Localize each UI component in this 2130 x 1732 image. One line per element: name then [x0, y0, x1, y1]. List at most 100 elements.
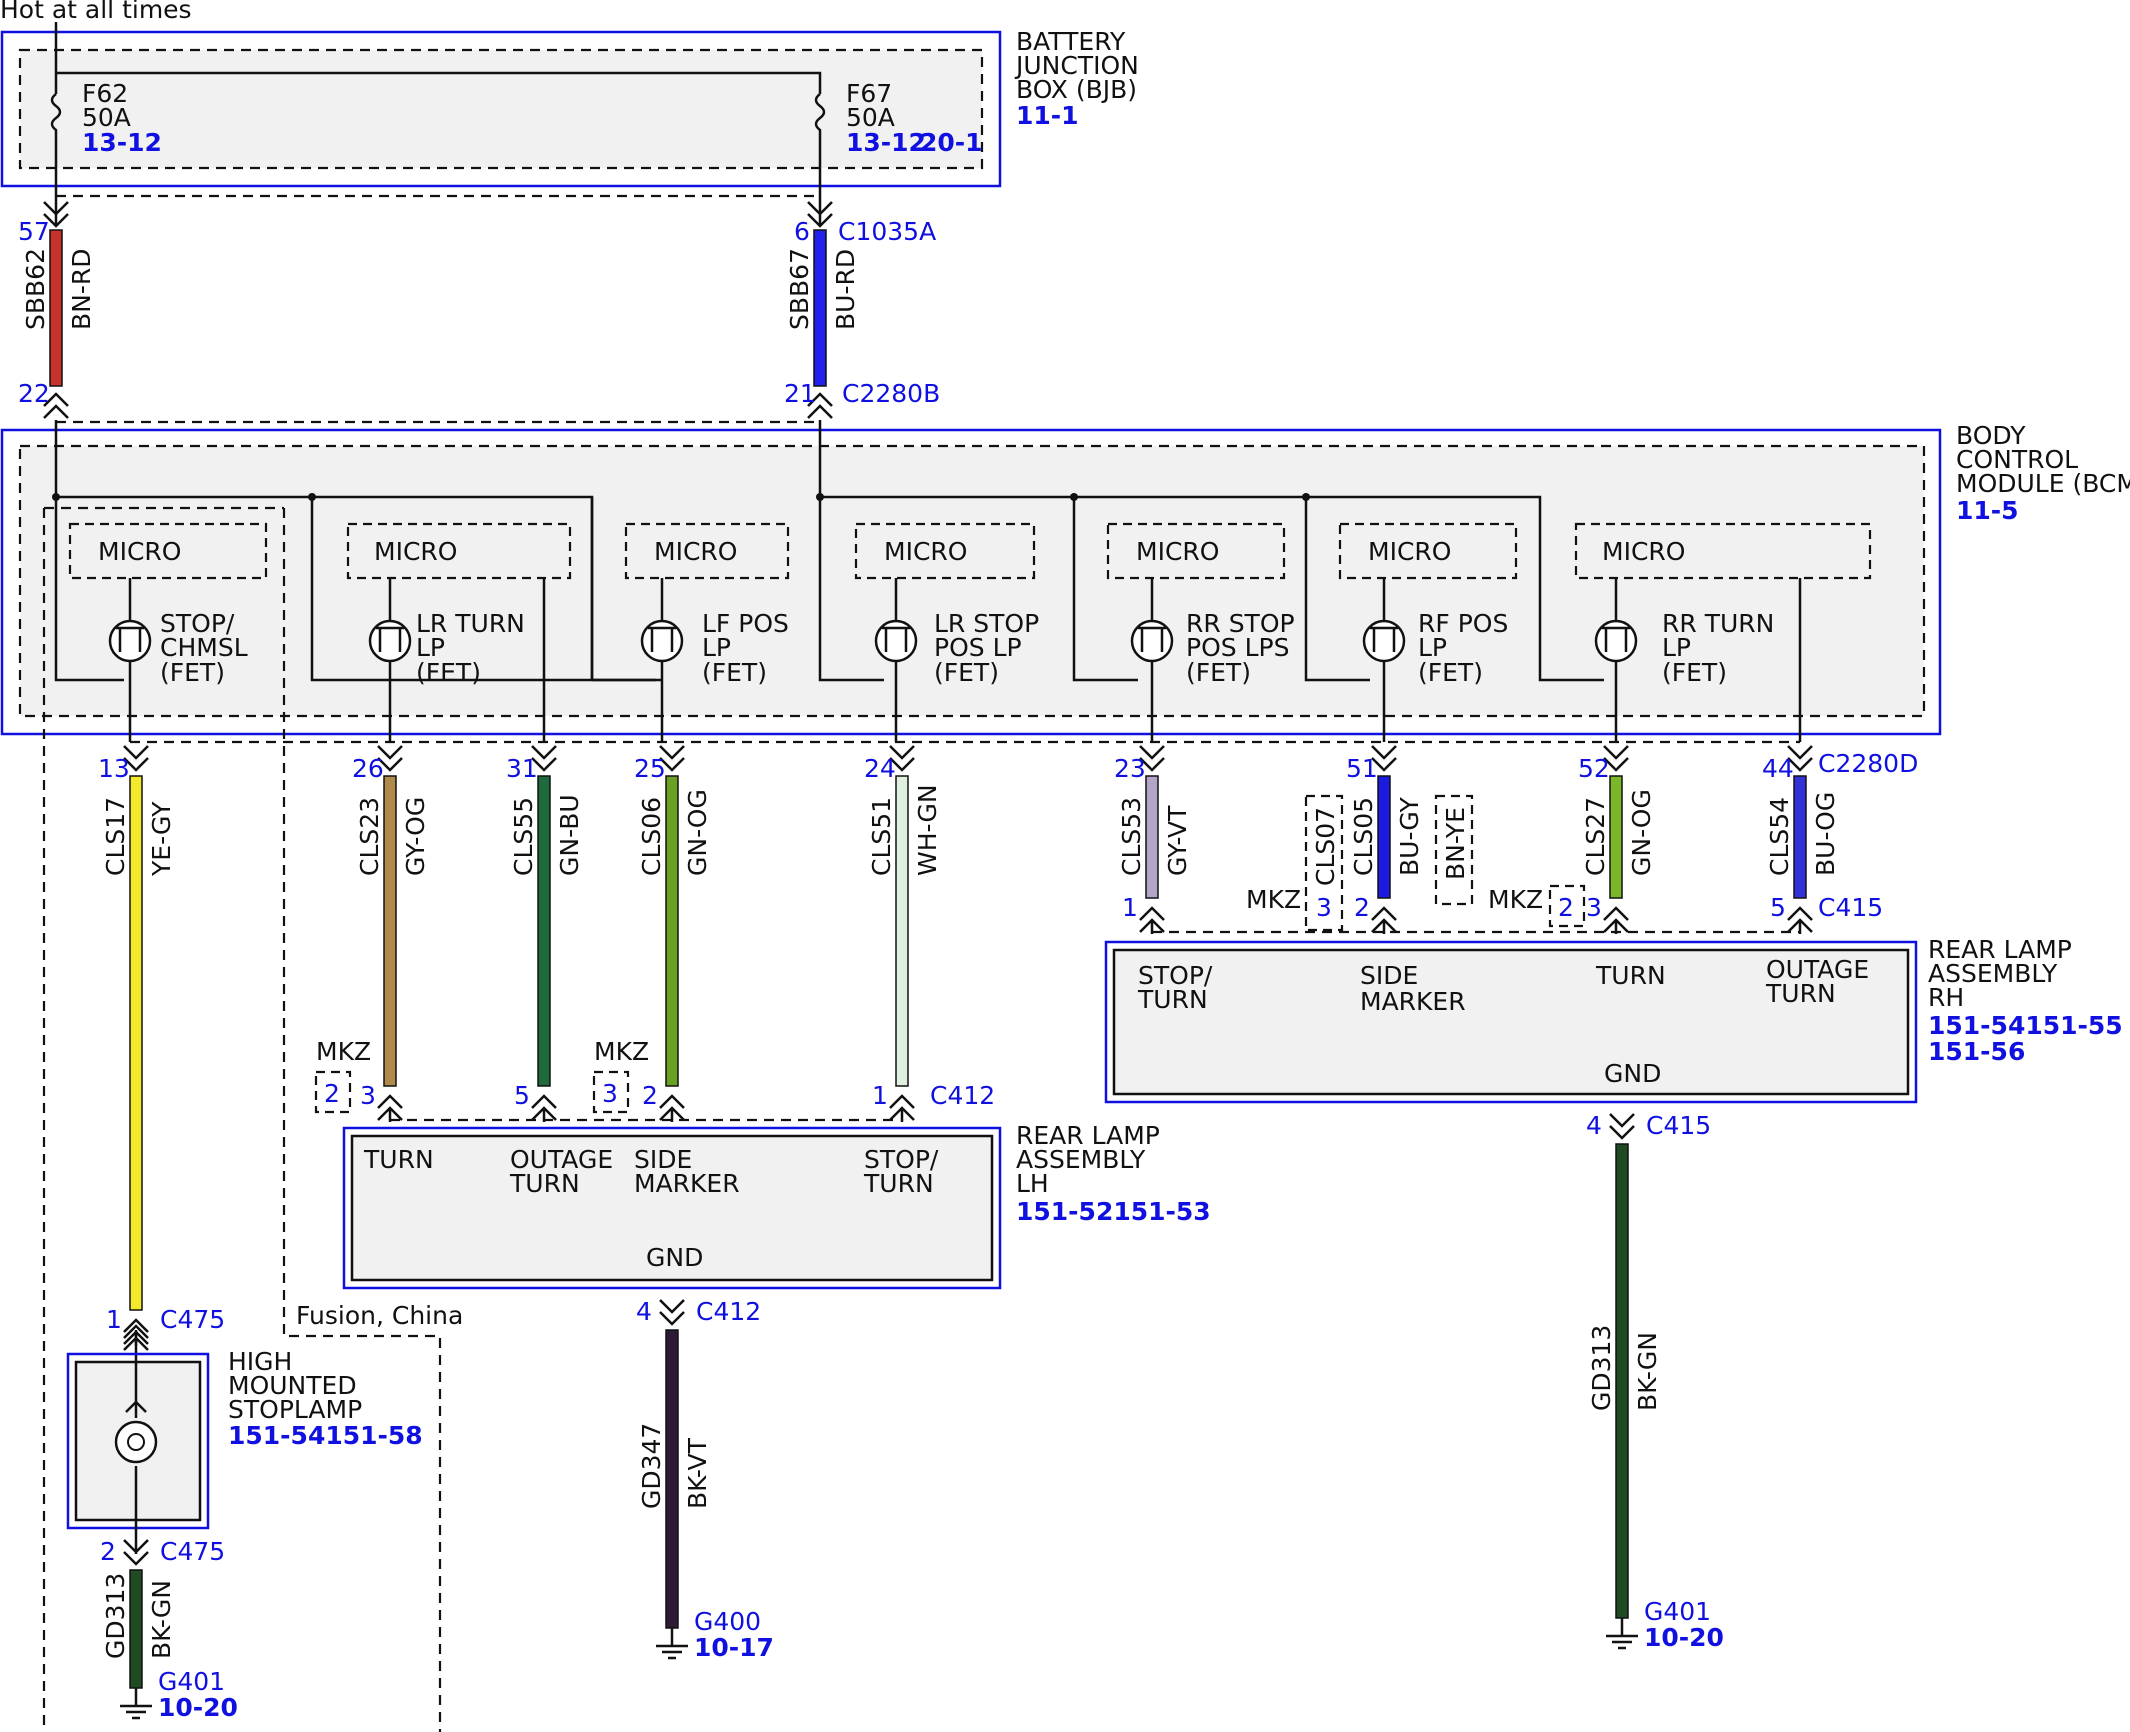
- bcm-name-2: CONTROL: [1956, 445, 2078, 474]
- output-wire-color-code: WH-GN: [913, 784, 942, 876]
- feed-1-circuit: SBB62: [21, 248, 50, 330]
- ground-wire-gd313: [129, 1569, 143, 1689]
- fet-6-label-3: (FET): [1418, 658, 1483, 687]
- output-wire-circuit: CLS06: [637, 797, 666, 876]
- fet-1-label-1: STOP/: [160, 609, 235, 638]
- output-wire-top-arrow-icon: [377, 745, 403, 772]
- ground-symbol-icon: [656, 1628, 688, 1660]
- fet-group-lf-pos: MICRO LF POS LP (FET): [624, 522, 790, 742]
- ground-wire-top-arrow-icon: [659, 1299, 685, 1326]
- fet-3-gate-icon: [648, 626, 676, 652]
- rh-terminal-2-line-1: SIDE: [1360, 961, 1418, 990]
- micro-label-4: MICRO: [884, 537, 967, 566]
- lh-name-3: LH: [1016, 1169, 1049, 1198]
- output-wire-cls51: [895, 775, 909, 1087]
- ground-point-id: G400: [694, 1607, 761, 1636]
- chmsl-outline: [66, 1352, 210, 1530]
- output-wire-top-arrow-icon: [659, 745, 685, 772]
- ground-wire-connector: C475: [160, 1537, 225, 1566]
- fet-7-gate-icon: [1602, 626, 1630, 652]
- output-wire-circuit: CLS55: [509, 797, 538, 876]
- bcm-bus-left-end: [590, 497, 662, 682]
- ground-wire-gd347: [665, 1329, 679, 1629]
- output-wire-cls53: [1145, 775, 1159, 899]
- chmsl-top-arrow-icon: [123, 1324, 149, 1351]
- mkz-2-label: MKZ: [594, 1037, 649, 1066]
- fet-2-label-2: LP: [416, 633, 445, 662]
- rh-name-3: RH: [1928, 983, 1964, 1012]
- output-wire-pin-bottom: 3: [360, 1081, 376, 1110]
- ground-wire-pin: 4: [636, 1297, 652, 1326]
- mkz-2-pin: 3: [602, 1079, 618, 1108]
- rear-lamp-rh-box: [1112, 948, 1910, 1096]
- output-wire-pin-top: 52: [1578, 754, 1610, 783]
- output-wire-cls23: [383, 775, 397, 1087]
- ground-wire-top-arrow-icon: [1609, 1113, 1635, 1140]
- fet-group-lr-turn: MICRO LR TURN LP (FET): [346, 522, 572, 742]
- lh-terminal-1-line-1: TURN: [363, 1145, 434, 1174]
- fet-5-label-2: POS LPS: [1186, 633, 1289, 662]
- rh-name-2: ASSEMBLY: [1928, 959, 2058, 988]
- output-wire-color-code: BU-OG: [1811, 792, 1840, 876]
- ground-wire-pin: 2: [100, 1537, 116, 1566]
- fet-group-rf-pos: MICRO RF POS LP (FET): [1338, 522, 1518, 742]
- feed-wire-sbb67: [813, 229, 827, 387]
- ground-wire-color-code: BK-VT: [683, 1437, 712, 1509]
- feed-1-pin-bottom: 22: [18, 379, 50, 408]
- fet-5-label-1: RR STOP: [1186, 609, 1295, 638]
- output-wire-cls06: [665, 775, 679, 1087]
- fet-5-label-3: (FET): [1186, 658, 1251, 687]
- bcm-node-3: [816, 493, 824, 501]
- fet-3-label-2: LP: [702, 633, 731, 662]
- output-wire-circuit: CLS05: [1349, 797, 1378, 876]
- feed-2-bottom-arrow-icon: [807, 392, 833, 419]
- lh-terminal-2-line-2: TURN: [509, 1169, 580, 1198]
- mkz-1-box: [314, 1070, 352, 1114]
- mkz-1-label: MKZ: [316, 1037, 371, 1066]
- feed-2-circuit: SBB67: [785, 248, 814, 330]
- output-wire-pin-bottom: 1: [872, 1081, 888, 1110]
- output-wire-cls05: [1377, 775, 1391, 899]
- lh-name-1: REAR LAMP: [1016, 1121, 1160, 1150]
- lh-gnd-label: GND: [646, 1243, 703, 1272]
- bcm-node-1: [52, 493, 60, 501]
- ground-point-id: G401: [158, 1667, 225, 1696]
- chmsl-connector-label: C475: [160, 1305, 225, 1334]
- ground-wire-connector: C412: [696, 1297, 761, 1326]
- feed-2-pin-bottom: 21: [784, 379, 816, 408]
- rh-terminal-4-line-1: OUTAGE: [1766, 955, 1869, 984]
- micro-label-2: MICRO: [374, 537, 457, 566]
- output-wire-pin-top: 23: [1114, 754, 1146, 783]
- feed-2-connector-top: C1035A: [838, 217, 936, 246]
- chmsl-ref: 151-54151-58: [228, 1421, 423, 1450]
- ground-point-ref: 10-20: [158, 1693, 238, 1722]
- micro-label-3: MICRO: [654, 537, 737, 566]
- fet-2-gate-icon: [376, 626, 404, 652]
- fet-4-gate-icon: [882, 626, 910, 652]
- chmsl-name-2: MOUNTED: [228, 1371, 357, 1400]
- output-wire-pin-bottom: 2: [642, 1081, 658, 1110]
- output-wire-pin-bottom: 2: [1354, 893, 1370, 922]
- output-wire-color-code: GY-VT: [1163, 805, 1192, 876]
- fuse-f67-rating: 50A: [846, 103, 895, 132]
- mkz-4-box: [1548, 884, 1586, 928]
- mkz-3-box: [1304, 794, 1344, 932]
- fet-7-label-3: (FET): [1662, 658, 1727, 687]
- fet-1-label-2: CHMSL: [160, 633, 248, 662]
- fet-7-label-2: LP: [1662, 633, 1691, 662]
- mkz-2-box: [592, 1070, 630, 1114]
- ground-wire-connector: C415: [1646, 1111, 1711, 1140]
- bcm-node-5: [1302, 493, 1310, 501]
- fet-3-label-3: (FET): [702, 658, 767, 687]
- output-wire-top-arrow-icon: [1787, 745, 1813, 772]
- output-wire-top-arrow-icon: [123, 745, 149, 772]
- output-wire-pin-top: 24: [864, 754, 896, 783]
- fuse-f67-icon: [814, 93, 826, 226]
- micro-box-7: [1574, 522, 1872, 580]
- output-wire-pin-top: 25: [634, 754, 666, 783]
- output-wire-circuit: CLS17: [101, 797, 130, 876]
- output-wire-cls27: [1609, 775, 1623, 899]
- chmsl-inner-arrow-icon: [125, 1400, 147, 1413]
